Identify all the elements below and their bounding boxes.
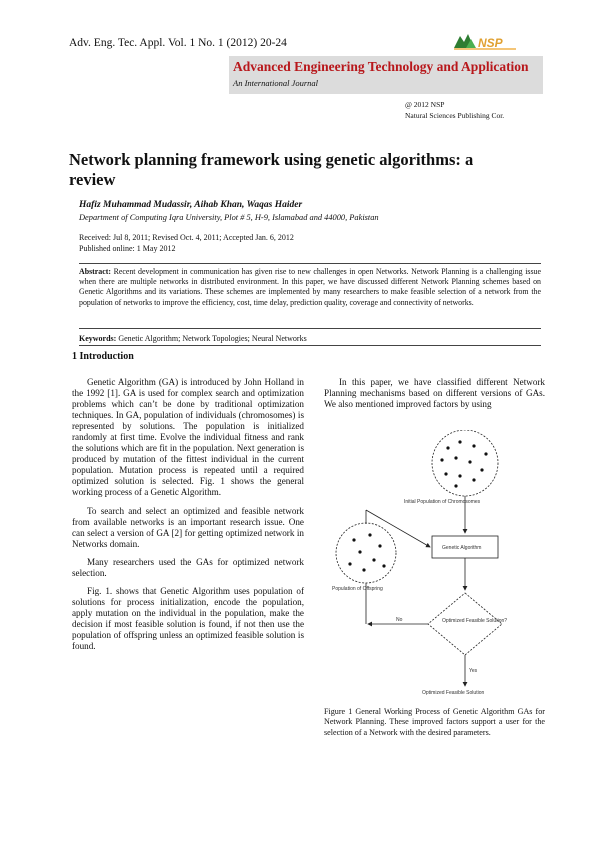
abstract-text: Recent development in communication has … [79,267,541,307]
journal-subtitle: An International Journal [233,78,318,88]
copyright-block: @ 2012 NSP Natural Sciences Publishing C… [405,99,504,121]
journal-banner [229,56,543,94]
rule-top [79,263,541,264]
label-initial-population: Initial Population of Chromosomes [404,499,481,505]
label-result: Optimized Feasible Solution [422,690,484,696]
chromosome-dots [440,440,488,488]
paragraph: Many researchers used the GAs for optimi… [72,556,304,578]
keywords: Keywords: Genetic Algorithm; Network Top… [79,334,307,343]
label-offspring: Population of Offspring [332,586,383,592]
keywords-text: Genetic Algorithm; Network Topologies; N… [118,334,307,343]
logo-text: NSP [478,36,504,50]
title-line-1: Network planning framework using genetic… [69,150,474,169]
paragraph: To search and select an optimized and fe… [72,505,304,549]
figure-caption: Figure 1 General Working Process of Gene… [324,707,545,737]
publication-dates: Received: Jul 8, 2011; Revised Oct. 4, 2… [79,233,294,254]
abstract-label: Abstract: [79,267,111,276]
abstract: Abstract: Recent development in communic… [79,267,541,308]
publisher: Natural Sciences Publishing Cor. [405,111,505,120]
authors: Hafiz Muhammad Mudassir, Aihab Khan, Waq… [79,200,303,210]
published-date: Published online: 1 May 2012 [79,243,176,253]
affiliation: Department of Computing Iqra University,… [79,213,379,222]
nsp-logo: NSP [454,34,516,50]
paragraph: Fig. 1. shows that Genetic Algorithm use… [72,585,304,652]
rule-bottom [79,345,541,346]
offspring-circle [335,522,397,584]
offspring-dots [348,533,386,572]
received-dates: Received: Jul 8, 2011; Revised Oct. 4, 2… [79,233,294,242]
rule-middle [79,328,541,329]
left-column: Genetic Algorithm (GA) is introduced by … [72,377,304,652]
label-yes: Yes [469,668,478,674]
paragraph: Genetic Algorithm (GA) is introduced by … [72,377,304,498]
decision-diamond [427,592,503,656]
section-heading: 1 Introduction [72,351,134,362]
right-column: In this paper, we have classified differ… [324,377,545,410]
copyright: @ 2012 NSP [405,100,445,109]
journal-reference: Adv. Eng. Tec. Appl. Vol. 1 No. 1 (2012)… [69,37,287,49]
paper-title: Network planning framework using genetic… [69,150,539,190]
keywords-label: Keywords: [79,334,117,343]
label-decision: Optimized Feasible Solution? [442,618,507,624]
label-genetic-algorithm: Genetic Algorithm [442,545,481,551]
initial-population-circle [431,430,499,497]
flowchart-figure: Initial Population of Chromosomes Geneti… [332,430,507,696]
journal-title: Advanced Engineering Technology and Appl… [233,59,529,74]
title-line-2: review [69,170,116,189]
paragraph: In this paper, we have classified differ… [324,377,545,410]
label-no: No [396,617,403,623]
